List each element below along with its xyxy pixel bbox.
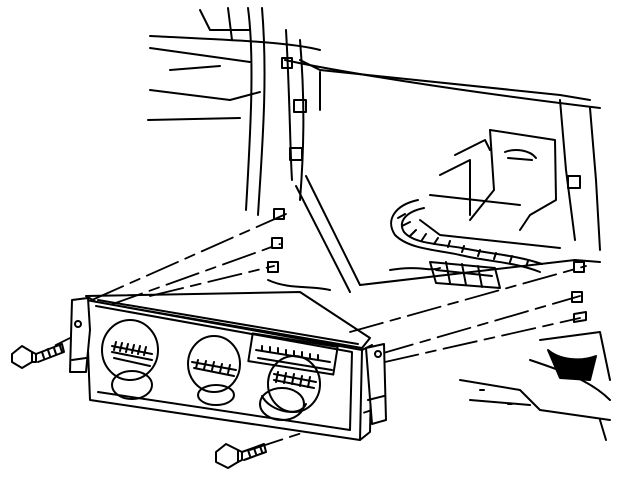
mounting-screw-right xyxy=(215,443,267,469)
fan-knob xyxy=(187,335,241,406)
support-bracket xyxy=(419,129,561,249)
instrument-panel-opening xyxy=(147,7,601,293)
temperature-knob xyxy=(101,319,159,400)
mode-knob xyxy=(259,355,321,421)
wiring-harness xyxy=(267,199,543,291)
mounting-bracket-left xyxy=(69,297,91,373)
instrument-panel-opening xyxy=(459,331,611,441)
mounting-bracket-right xyxy=(365,343,387,425)
mounting-screw-left xyxy=(11,343,65,369)
electrical-connector xyxy=(429,261,501,289)
